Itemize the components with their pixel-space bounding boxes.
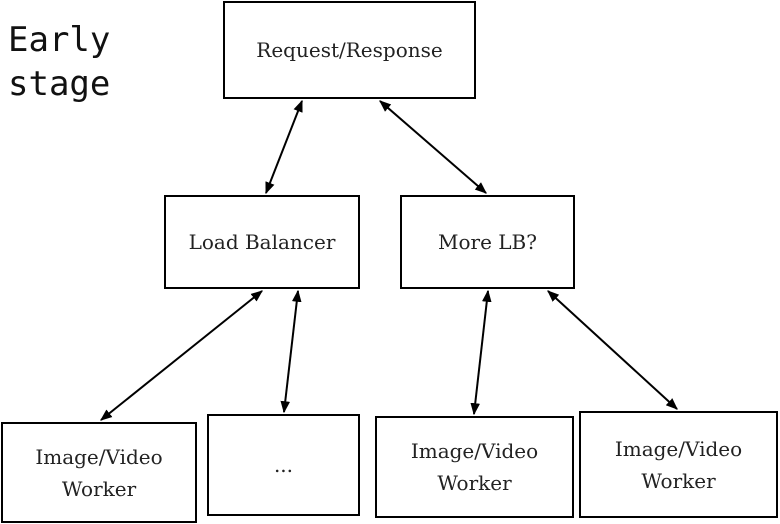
worker-3-label: Image/Video Worker [614, 436, 743, 493]
request-response-label: Request/Response [256, 38, 443, 62]
worker-node-2: Image/Video Worker [375, 416, 574, 518]
more-lb-node: More LB? [400, 195, 575, 289]
ellipsis-label: ... [273, 453, 294, 477]
more-lb-label: More LB? [438, 230, 537, 254]
worker-2-label: Image/Video Worker [410, 439, 539, 495]
request-response-node: Request/Response [223, 1, 476, 99]
worker-node-1: Image/Video Worker [1, 422, 197, 523]
worker-node-3: Image/Video Worker [579, 411, 778, 518]
edge-request-to-load-balancer [265, 99, 303, 195]
edge-load-balancer-to-worker-1 [100, 290, 263, 421]
stage-label: Early stage [8, 20, 111, 104]
ellipsis-node: ... [207, 414, 360, 516]
load-balancer-label: Load Balancer [188, 230, 336, 254]
edge-request-to-more-lb [379, 100, 487, 194]
load-balancer-node: Load Balancer [164, 195, 360, 289]
edge-more-lb-to-worker-2 [470, 289, 492, 416]
edge-load-balancer-to-ellipsis [280, 289, 302, 414]
worker-1-label: Image/Video Worker [35, 444, 163, 501]
edge-more-lb-to-worker-3 [547, 290, 678, 410]
